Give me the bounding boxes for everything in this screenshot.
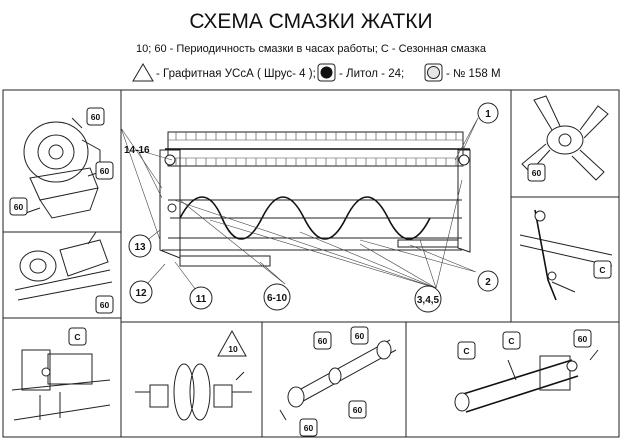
callout-13: 13 <box>128 234 152 258</box>
callout-3-4-5: 3,4,5 <box>414 285 442 313</box>
badge-60-shaft-left: 60 <box>313 331 332 350</box>
svg-text:С: С <box>74 332 80 342</box>
badge-c-linkage-2: С <box>502 331 521 350</box>
badge-60-linkage: 60 <box>573 329 592 348</box>
svg-text:60: 60 <box>532 168 542 178</box>
callout-2: 2 <box>477 270 499 292</box>
panel-linkage <box>454 349 599 413</box>
panel-frame <box>2 89 620 438</box>
svg-text:12: 12 <box>135 288 147 299</box>
badge-60-hub-top: 60 <box>86 107 105 126</box>
svg-text:60: 60 <box>578 334 588 344</box>
svg-text:2: 2 <box>485 277 491 288</box>
callout-11: 11 <box>189 286 213 310</box>
no158m-dot-icon <box>427 66 440 79</box>
subtitle: 10; 60 - Периодичность смазки в часах ра… <box>136 43 487 55</box>
svg-text:1: 1 <box>485 109 491 120</box>
graphite-grease-triangle-icon <box>132 63 154 82</box>
svg-text:60: 60 <box>304 423 314 433</box>
badge-60-shaft-bottom: 60 <box>299 418 318 437</box>
callout-1: 1 <box>477 102 499 124</box>
panel-bracket <box>519 209 613 301</box>
litol-dot-icon <box>320 66 333 79</box>
badge-c-bracket: С <box>593 260 612 279</box>
badge-60-pulley: 60 <box>95 295 114 314</box>
svg-text:60: 60 <box>100 166 110 176</box>
badge-60-rotor: 60 <box>527 163 546 182</box>
badge-60-hub-right: 60 <box>95 161 114 180</box>
svg-text:60: 60 <box>353 405 363 415</box>
svg-text:60: 60 <box>100 300 110 310</box>
svg-text:60: 60 <box>14 202 24 212</box>
svg-text:60: 60 <box>355 331 365 341</box>
callout-14-16: 14-16 <box>124 145 150 156</box>
badge-60-shaft-top: 60 <box>350 326 369 345</box>
page-title: СХЕМА СМАЗКИ ЖАТКИ <box>189 10 432 33</box>
svg-text:С: С <box>508 336 514 346</box>
svg-text:10: 10 <box>228 344 238 354</box>
panel-cardan-shaft <box>279 339 397 421</box>
panel-bottom-left-assembly <box>11 349 111 421</box>
legend-graphite-label: - Графитная УСсА ( Шрус- 4 ); <box>156 68 316 80</box>
svg-text:С: С <box>599 265 605 275</box>
legend-litol-label: - Литол - 24; <box>339 68 404 80</box>
panel-double-pulley <box>135 363 252 421</box>
svg-text:6-10: 6-10 <box>267 293 287 304</box>
legend-no158m-label: - № 158 М <box>446 68 501 80</box>
svg-text:С: С <box>463 346 469 356</box>
panel-pulley <box>14 231 113 301</box>
header-assembly-drawing <box>120 117 479 293</box>
panel-wheel-hub <box>19 117 101 219</box>
svg-text:13: 13 <box>134 242 146 253</box>
callout-12: 12 <box>129 280 153 304</box>
badge-60-hub-left: 60 <box>9 197 28 216</box>
svg-text:3,4,5: 3,4,5 <box>417 295 440 306</box>
svg-text:60: 60 <box>91 112 101 122</box>
badge-60-shaft-mid: 60 <box>348 400 367 419</box>
svg-text:11: 11 <box>196 294 207 305</box>
callout-6-10: 6-10 <box>263 283 291 311</box>
badge-c-bottom-left: С <box>68 327 87 346</box>
badge-c-linkage-1: С <box>457 341 476 360</box>
badge-10-triangle: 10 <box>217 329 247 357</box>
panel-rotor <box>521 95 609 181</box>
svg-text:60: 60 <box>318 336 328 346</box>
